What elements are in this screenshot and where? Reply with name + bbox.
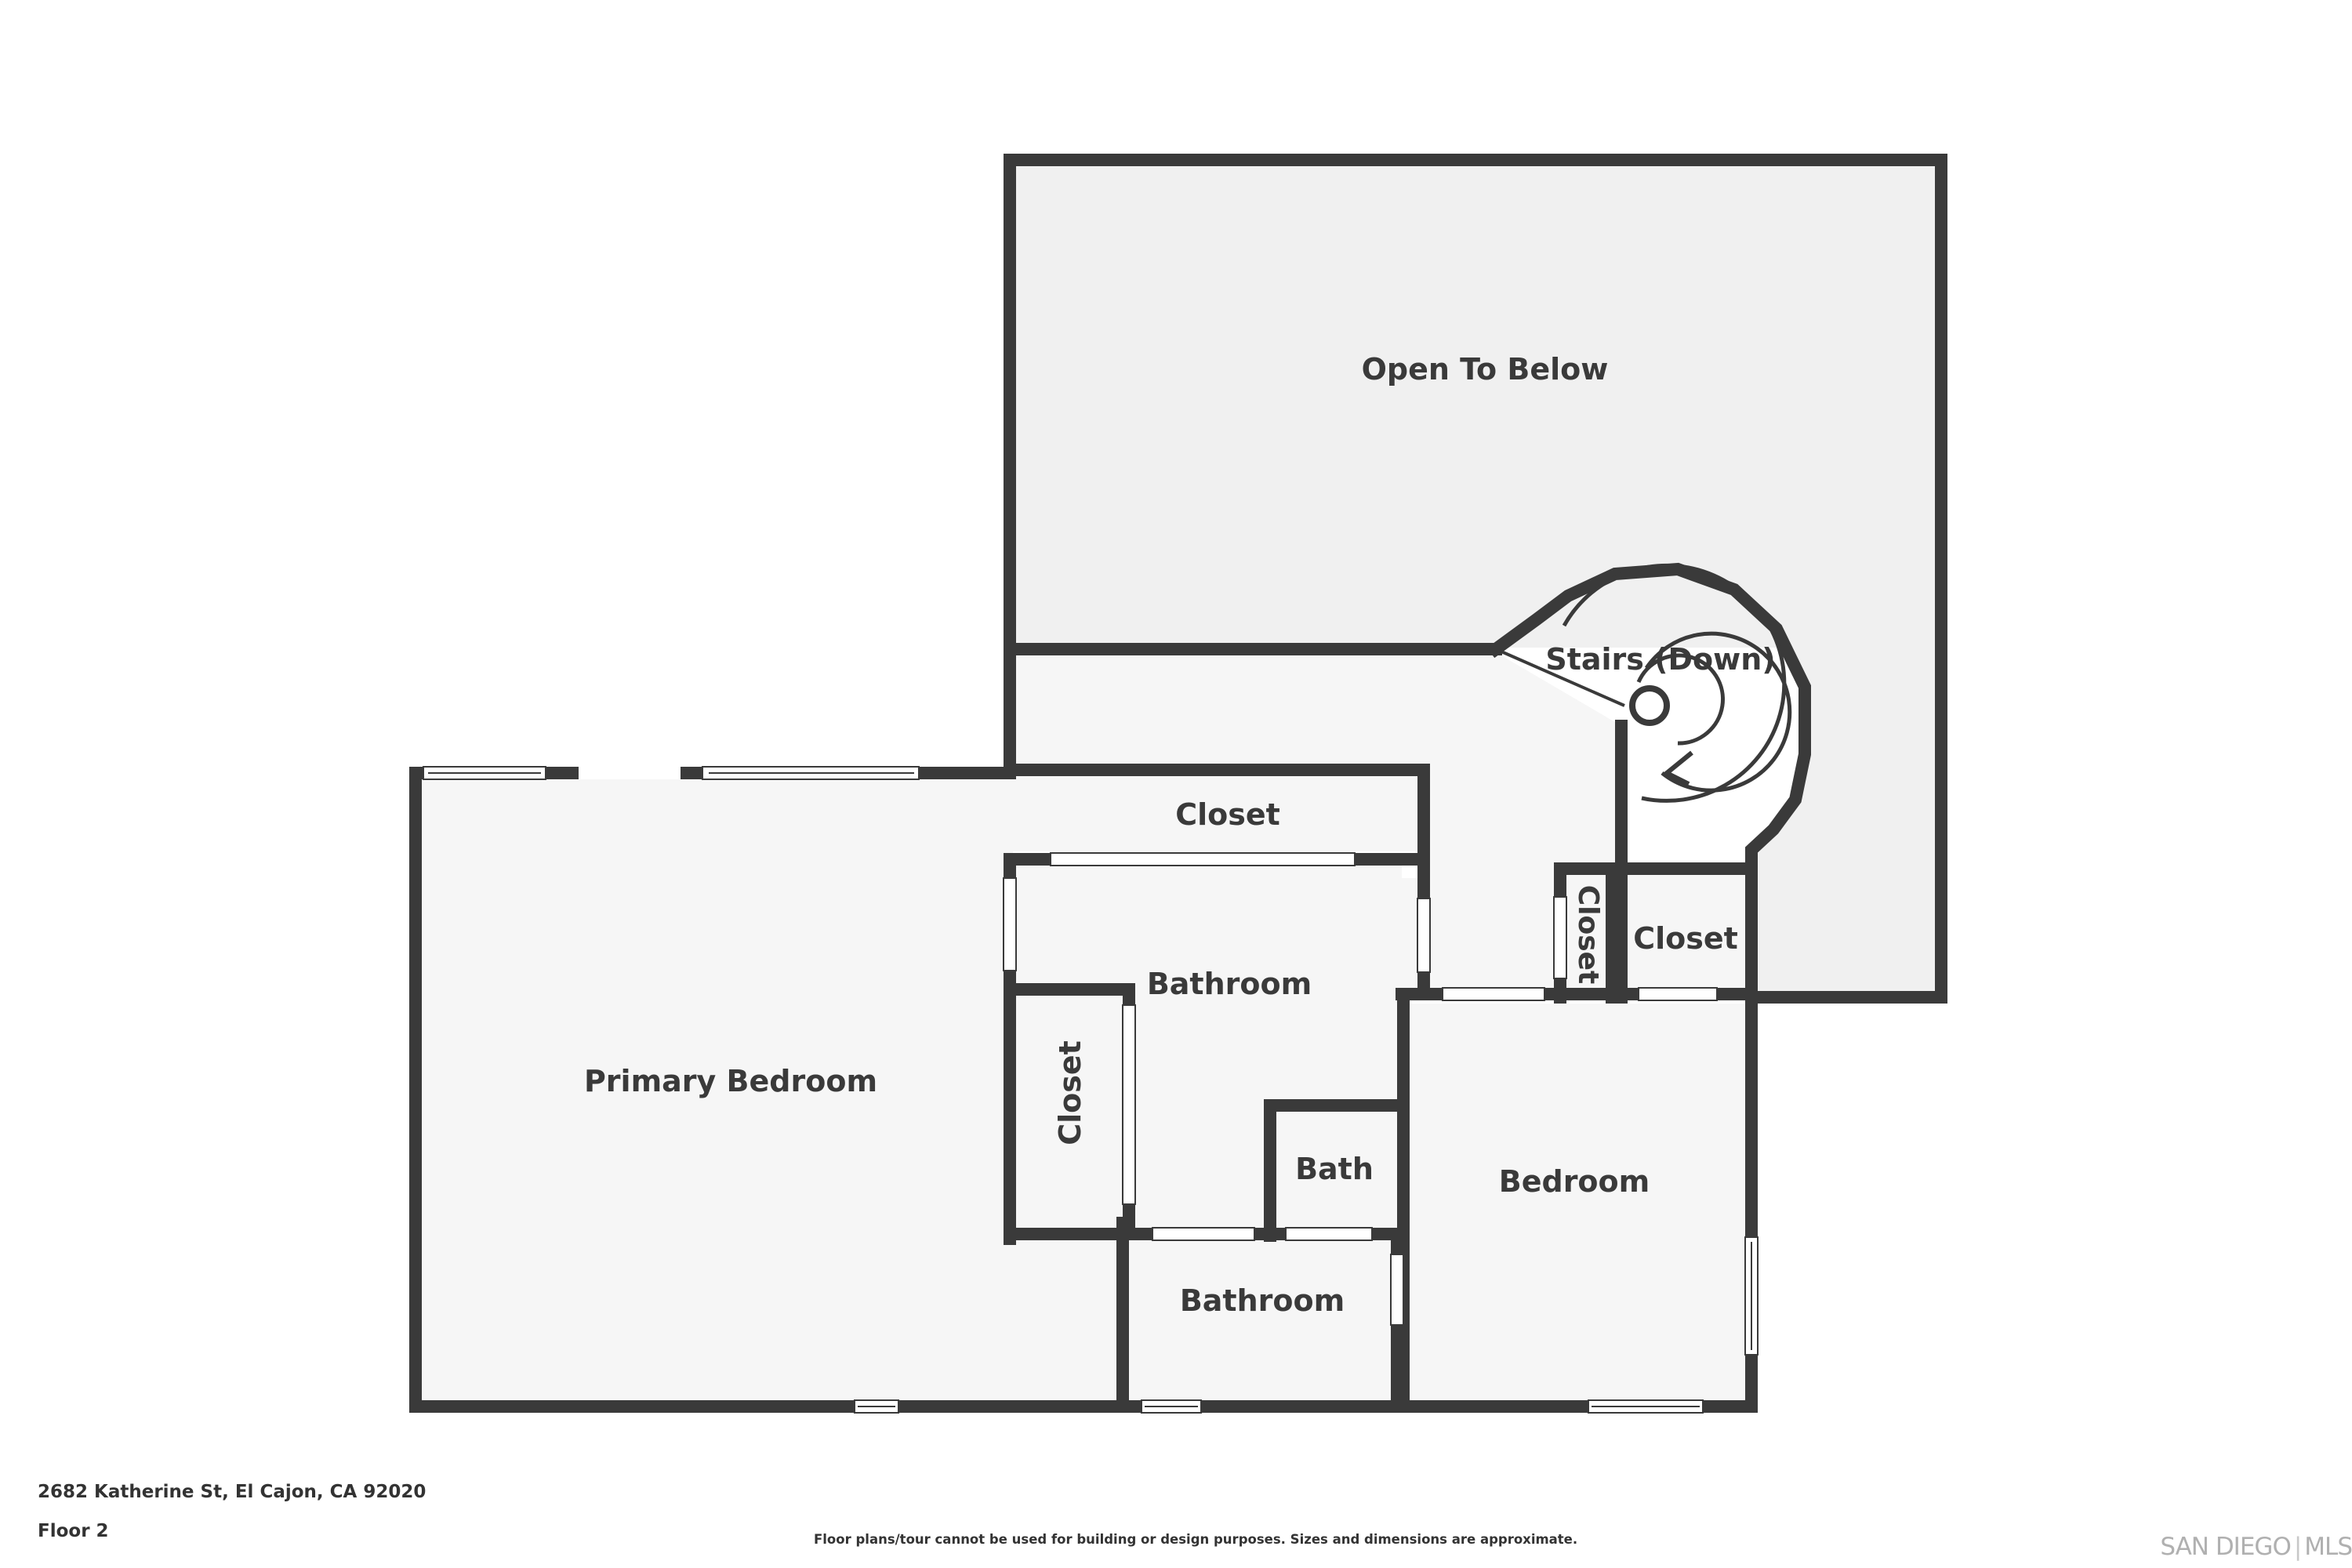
door-closet-top	[1050, 852, 1356, 866]
floor-label: Floor 2	[38, 1521, 109, 1541]
stairs-diagonal-line	[1495, 648, 1625, 707]
door-hall-bedroom	[1442, 987, 1545, 1001]
closet-vertical-floor	[1019, 993, 1123, 1223]
label-open-to-below: Open To Below	[1362, 352, 1609, 387]
door-closet-vertical	[1122, 1004, 1136, 1205]
door-bathroom-bottom-1	[1152, 1227, 1255, 1241]
stairs-spiral-outer	[1562, 563, 1787, 803]
bathroom-bottom-floor	[1127, 1239, 1394, 1403]
stairs-area-floor	[1496, 568, 1938, 994]
opening-top-2	[579, 767, 681, 779]
label-closet-top: Closet	[1175, 797, 1280, 832]
label-closet-vertical: Closet	[1053, 1040, 1087, 1145]
door-bathroom-right	[1417, 898, 1431, 973]
door-bathroom-left	[1003, 877, 1017, 971]
closet-right-floor	[1624, 873, 1748, 991]
label-bedroom: Bedroom	[1499, 1164, 1650, 1199]
closet-small-vertical-floor	[1565, 873, 1612, 991]
room-labels: Open To Below Stairs (Down) Closet Bathr…	[584, 352, 1776, 1318]
disclaimer-text: Floor plans/tour cannot be used for buil…	[814, 1532, 1578, 1547]
label-closet-small-vertical: Closet	[1572, 885, 1604, 985]
label-stairs: Stairs (Down)	[1545, 642, 1775, 677]
label-bathroom-bottom: Bathroom	[1180, 1283, 1345, 1318]
bath-small-floor	[1273, 1107, 1389, 1229]
brand-logo: SAN DIEGO|MLS	[2160, 1533, 2352, 1561]
stairs-arrow-icon	[1662, 750, 1693, 786]
label-bathroom-main: Bathroom	[1147, 967, 1312, 1001]
stairs-spiral-inner	[1636, 653, 1725, 746]
closet-top-wall	[1004, 764, 1430, 869]
stairs-curved-wall	[1486, 562, 1811, 1004]
brand-left: SAN DIEGO	[2160, 1533, 2292, 1561]
label-primary-bedroom: Primary Bedroom	[584, 1064, 877, 1098]
label-closet-right: Closet	[1633, 921, 1738, 956]
closet-top-floor	[1013, 773, 1421, 851]
stairs-center-circle	[1629, 685, 1670, 726]
door-bathroom-bottom-right	[1390, 1254, 1404, 1326]
open-to-below-floor	[1013, 163, 1938, 648]
brand-right: MLS	[2304, 1533, 2352, 1561]
brand-separator: |	[2293, 1533, 2303, 1561]
label-bath-small: Bath	[1295, 1152, 1374, 1186]
hallway-floor	[1013, 652, 1624, 994]
primary-bedroom-floor	[416, 773, 1123, 1403]
stairs-symbol	[1495, 563, 1792, 803]
door-bathroom-bottom-2	[1285, 1227, 1373, 1241]
property-address: 2682 Katherine St, El Cajon, CA 92020	[38, 1482, 426, 1502]
bath-small-wall	[1264, 1099, 1403, 1242]
bedroom-floor	[1403, 1004, 1748, 1403]
openings	[423, 766, 1759, 1414]
open-below-outer-wall	[1004, 154, 1947, 1004]
door-closet-right	[1638, 987, 1718, 1001]
floor-fills	[416, 163, 1938, 1403]
door-small-closet	[1553, 896, 1567, 979]
stairs-spiral-middle	[1644, 631, 1792, 793]
